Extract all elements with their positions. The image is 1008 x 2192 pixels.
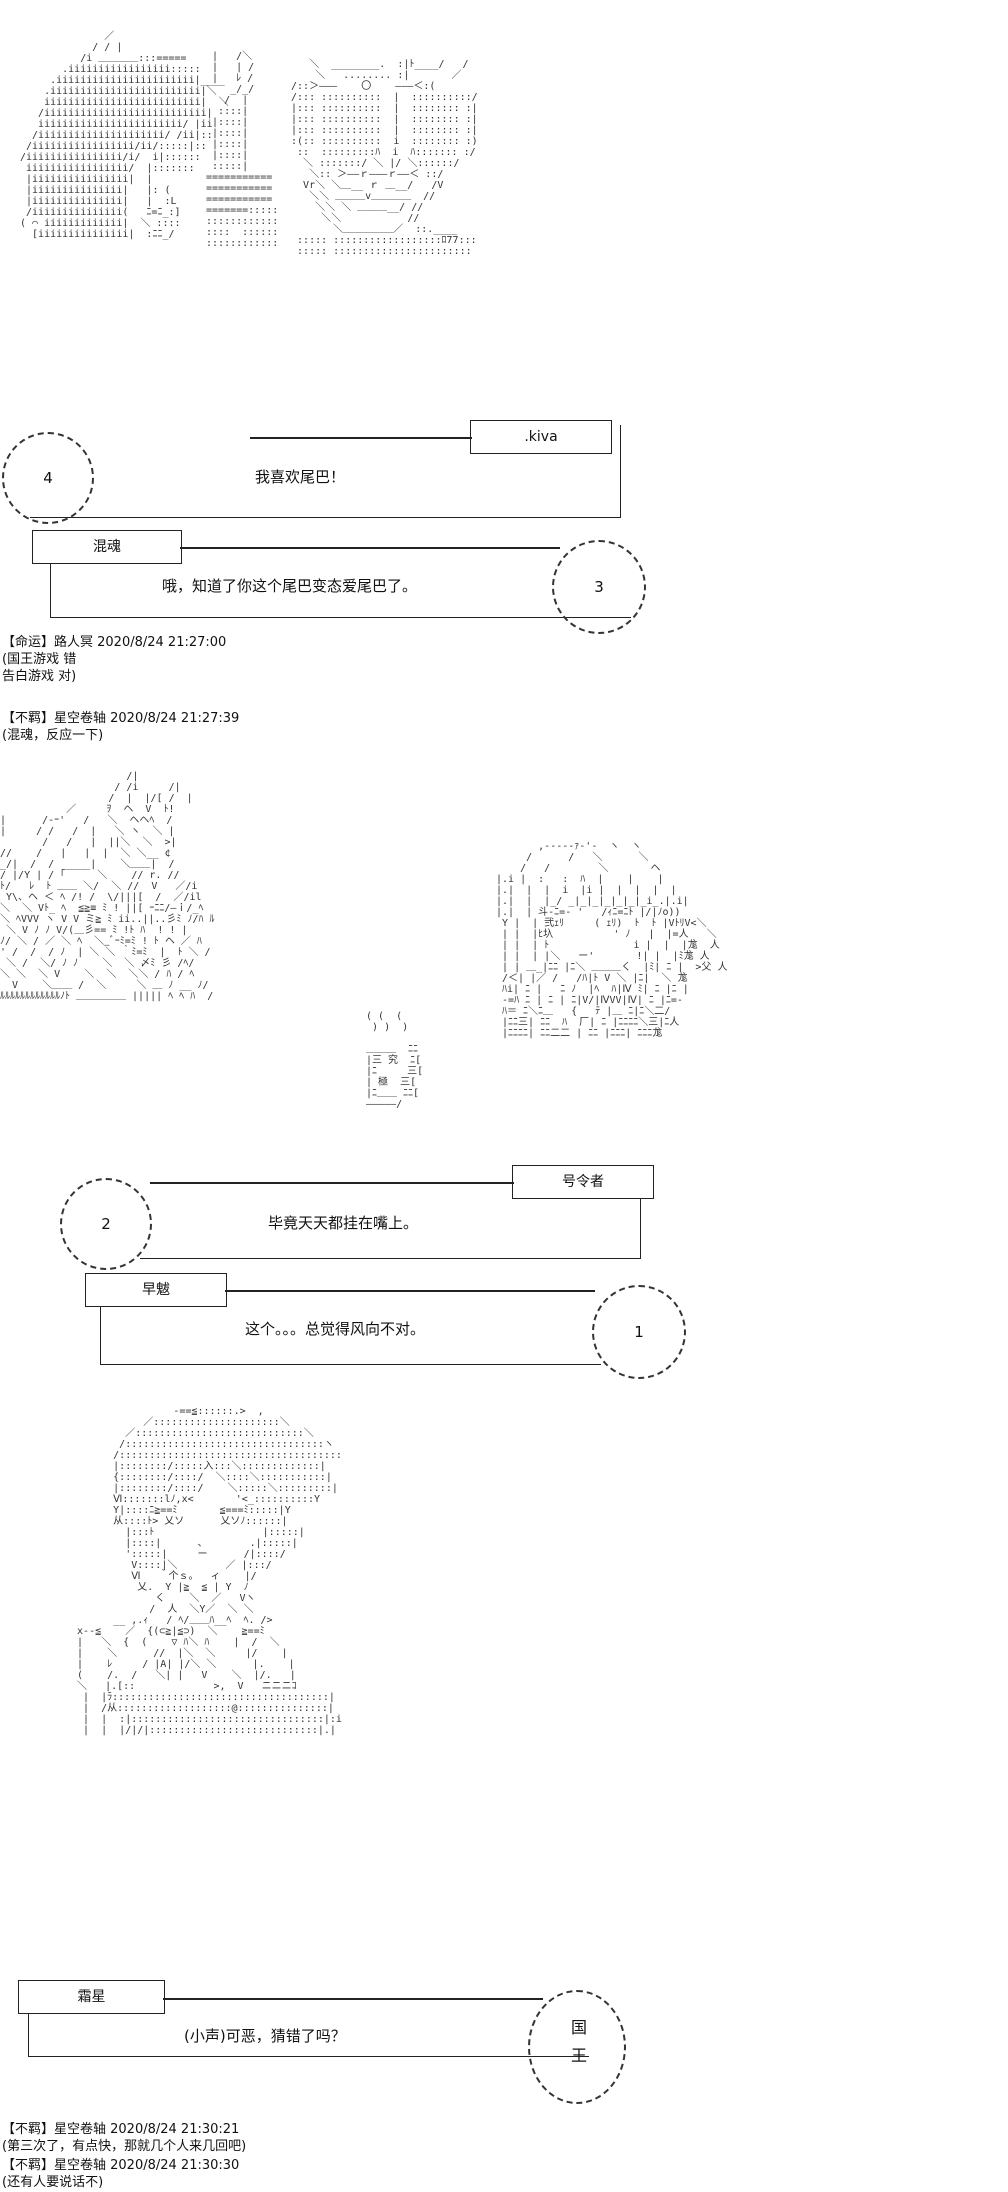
comment-3: 【不羁】星空卷轴 2020/8/24 21:30:21 (第三次了，有点快，那就… [2, 2121, 246, 2155]
connector-line [180, 547, 560, 549]
ascii-art-kiva-character: ＼ ________. :|ﾄ____/ / ＼ ........ :| ／ /… [291, 59, 478, 257]
connector-line [150, 1182, 514, 1184]
speaker-nameplate-hanba: 早魃 [85, 1273, 227, 1307]
comment-header: 【命运】路人冥 2020/8/24 21:27:00 [2, 635, 227, 650]
number-bubble: 2 [60, 1178, 152, 1270]
king-label: 国王 [568, 2019, 587, 2075]
comment-header: 【不羁】星空卷轴 2020/8/24 21:30:21 [2, 2122, 240, 2137]
speaker-nameplate-commander: 号令者 [512, 1165, 654, 1199]
comment-line: (还有人要说话不) [2, 2175, 104, 2190]
connector-line [163, 1998, 543, 2000]
number-label: 2 [101, 1215, 111, 1233]
dialog-line: 我喜欢尾巴！ [255, 468, 346, 486]
dialog-line: 毕竟天天都挂在嘴上。 [268, 1214, 419, 1232]
comment-2: 【不羁】星空卷轴 2020/8/24 21:27:39 (混魂，反应一下) [2, 710, 239, 744]
ascii-art-dragon-character: ／ / / | /i ＿＿＿＿:::===== .iiiiiiiiiiiiiii… [20, 31, 229, 240]
speaker-nameplate-frostnova: 霜星 [18, 1980, 165, 2014]
speaker-nameplate-kiva: .kiva [470, 420, 612, 454]
ascii-art-paper-note: ( ( ( ) ) ) ＿＿＿ ﾆﾆ |三 究 ﾆ[ |ﾆ 三[ | 極 三[ … [366, 1011, 424, 1110]
connector-line [250, 437, 472, 439]
comment-line: (混魂，反应一下) [2, 728, 104, 743]
dialog-line: 哦，知道了你这个尾巴变态爱尾巴了。 [162, 577, 418, 595]
number-bubble: 1 [592, 1285, 686, 1379]
comment-4: 【不羁】星空卷轴 2020/8/24 21:30:30 (还有人要说话不) [2, 2157, 239, 2191]
speaker-nameplate-hunhun: 混魂 [32, 530, 182, 564]
comment-header: 【不羁】星空卷轴 2020/8/24 21:30:30 [2, 2158, 240, 2173]
ascii-art-tail: | /＼ | | / | ﾚ / _/_/ / | ::::| |::::| |… [206, 51, 279, 249]
king-bubble: 国王 [528, 1990, 626, 2104]
number-bubble: 4 [2, 432, 94, 524]
ascii-art-commander-character: /| / /i /| / | |/[ / | ／ ｦ ヘ V ﾄ! | /‐ｰ'… [0, 771, 215, 1002]
number-label: 1 [634, 1323, 644, 1341]
number-label: 3 [594, 578, 604, 596]
comment-1: 【命运】路人冥 2020/8/24 21:27:00 (国王游戏 错 告白游戏 … [2, 634, 226, 685]
number-label: 4 [43, 469, 53, 487]
ascii-art-frostnova-character: -==≦::::::.> , ／:::::::::::::::::::::＼ ／… [77, 1406, 342, 1736]
comment-line: 告白游戏 对) [2, 669, 77, 684]
ascii-art-hanba-character: ,-----ｧ‐'‐ ヽ ヽ / / ＼ ＼ / / ＼ ヘ |.i | : :… [496, 841, 728, 1039]
connector-line [225, 1290, 595, 1292]
number-bubble: 3 [552, 540, 646, 634]
dialog-line: (小声)可恶，猜错了吗？ [184, 2027, 346, 2045]
comment-line: (国王游戏 错 [2, 652, 77, 667]
dialog-line: 这个。。。总觉得风向不对。 [245, 1320, 426, 1338]
comment-header: 【不羁】星空卷轴 2020/8/24 21:27:39 [2, 711, 240, 726]
comment-line: (第三次了，有点快，那就几个人来几回吧) [2, 2139, 247, 2154]
